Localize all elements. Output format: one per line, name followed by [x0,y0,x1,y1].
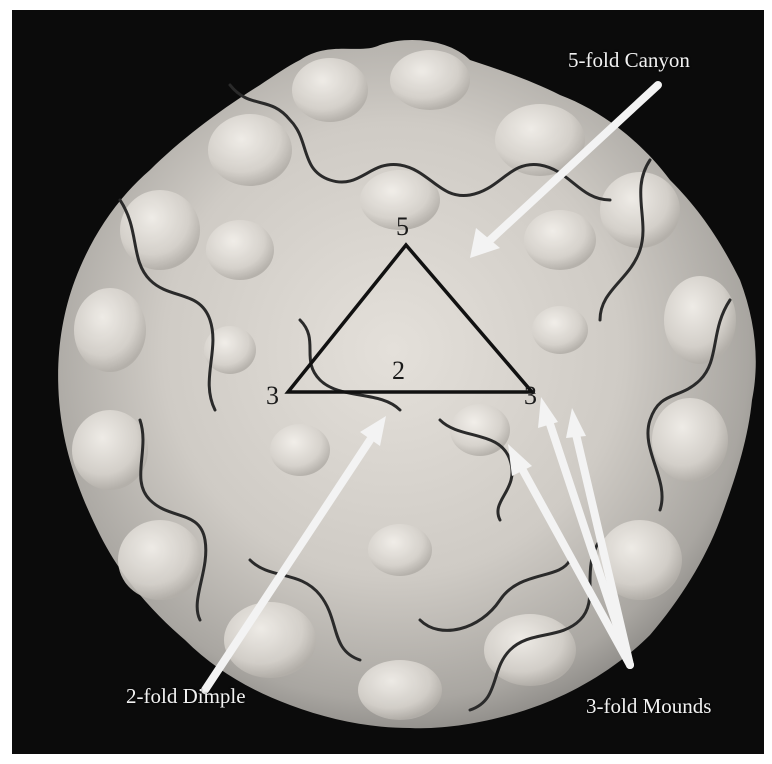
threefold-mounds-label: 3-fold Mounds [586,694,711,719]
fivefold-canyon-label: 5-fold Canyon [568,48,690,73]
twofold-dimple-label: 2-fold Dimple [126,684,246,709]
capsid-body [58,40,756,728]
fivefold-axis-label: 5 [396,214,409,240]
twofold-axis-label: 2 [392,358,405,384]
threefold-axis-label-left: 3 [266,383,279,409]
threefold-axis-label-right: 3 [524,383,537,409]
